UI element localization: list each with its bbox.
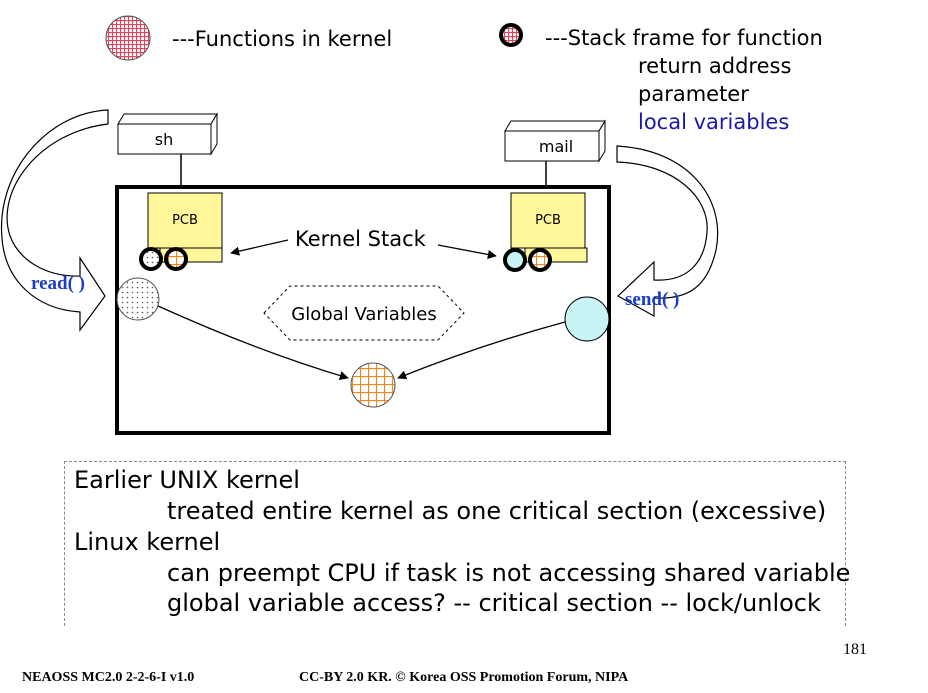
read-syscall-arrow	[0, 109, 109, 332]
note-line-2: treated entire kernel as one critical se…	[167, 497, 827, 525]
read-call-arrow	[157, 305, 349, 381]
global-variables-label: Global Variables	[291, 304, 436, 325]
read-function-icon	[116, 277, 160, 321]
global-variables-shape	[263, 285, 465, 341]
kernel-stack-label: Kernel Stack	[295, 227, 427, 251]
page-number: 181	[843, 641, 867, 658]
notes-box: Earlier UNIX kernel treated entire kerne…	[64, 461, 851, 626]
pcb-sh-label: PCB	[172, 213, 198, 228]
note-line-5: global variable access? -- critical sect…	[167, 589, 821, 617]
send-syscall-arrow	[616, 145, 719, 318]
stack-frame-sh-2-icon	[164, 247, 188, 271]
stack-frame-legend-label: ---Stack frame for function	[545, 26, 823, 50]
kernel-box	[115, 185, 611, 435]
stack-frame-legend-icon	[499, 23, 523, 47]
note-line-3: Linux kernel	[74, 528, 221, 556]
functions-legend-label: ---Functions in kernel	[172, 27, 392, 51]
stack-frame-item-parameter: parameter	[638, 82, 749, 106]
pcb-mail-label: PCB	[535, 213, 561, 228]
send-syscall-label: send( )	[625, 289, 679, 310]
pcb-mail: PCB	[510, 192, 588, 263]
process-sh-box: sh	[117, 112, 218, 156]
stack-frame-sh-1-icon	[139, 247, 163, 271]
stack-frame-item-return-address: return address	[638, 54, 791, 78]
send-call-arrow	[397, 321, 566, 380]
footer-center: CC-BY 2.0 KR. © Korea OSS Promotion Foru…	[299, 670, 629, 685]
shared-function-icon	[350, 362, 396, 408]
function-legend-icon	[105, 15, 151, 61]
process-mail-label: mail	[539, 137, 573, 156]
read-syscall-label: read( )	[31, 273, 85, 294]
footer-left: NEAOSS MC2.0 2-2-6-I v1.0	[22, 670, 195, 685]
process-mail-box: mail	[504, 119, 606, 163]
stack-frame-mail-1-icon	[503, 248, 527, 272]
note-line-4: can preempt CPU if task is not accessing…	[167, 559, 851, 587]
send-function-icon	[564, 296, 610, 342]
kernel-stack-arrow-right	[437, 244, 497, 259]
kernel-stack-arrow-left	[230, 239, 289, 256]
stack-frame-item-local-variables: local variables	[638, 110, 789, 134]
note-line-1: Earlier UNIX kernel	[74, 466, 300, 494]
stack-frame-mail-2-icon	[528, 248, 552, 272]
process-sh-label: sh	[155, 130, 173, 149]
